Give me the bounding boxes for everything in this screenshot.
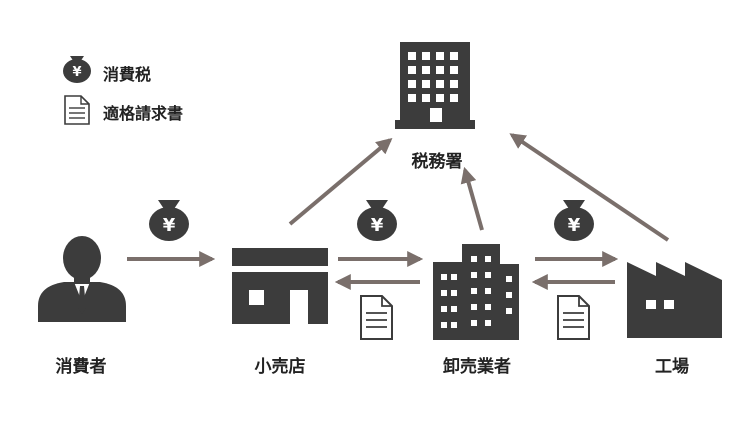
arrow-retailer-to-tax-office bbox=[288, 137, 393, 226]
factory-label: 工場 bbox=[655, 357, 689, 377]
svg-text:¥: ¥ bbox=[371, 215, 384, 236]
person-icon bbox=[38, 236, 126, 322]
arrow-wholesaler-to-tax-office bbox=[460, 166, 484, 231]
money-bag-icon: ¥ bbox=[149, 200, 189, 241]
retailer-label: 小売店 bbox=[254, 357, 306, 377]
arrow-factory-to-tax-office bbox=[509, 133, 670, 242]
wholesaler-label: 卸売業者 bbox=[443, 357, 511, 377]
shop-icon bbox=[232, 248, 328, 324]
legend-money-bag-icon: ¥ bbox=[63, 56, 91, 83]
factory-icon bbox=[627, 262, 722, 338]
arrows bbox=[127, 133, 670, 290]
money-bag-icon: ¥ bbox=[357, 200, 397, 241]
svg-text:¥: ¥ bbox=[72, 65, 81, 80]
legend-document-icon bbox=[64, 95, 90, 125]
document-icon bbox=[360, 295, 393, 340]
document-icon bbox=[557, 295, 590, 340]
consumer-label: 消費者 bbox=[55, 357, 107, 377]
svg-text:¥: ¥ bbox=[163, 215, 176, 236]
wholesaler-buildings-icon bbox=[433, 244, 519, 340]
legend-tax-label: 消費税 bbox=[103, 65, 152, 84]
svg-text:¥: ¥ bbox=[568, 215, 581, 236]
office-building-icon bbox=[395, 42, 475, 129]
money-bag-icon: ¥ bbox=[554, 200, 594, 241]
legend-invoice-label: 適格請求書 bbox=[103, 104, 184, 123]
tax-office-label: 税務署 bbox=[411, 152, 463, 172]
